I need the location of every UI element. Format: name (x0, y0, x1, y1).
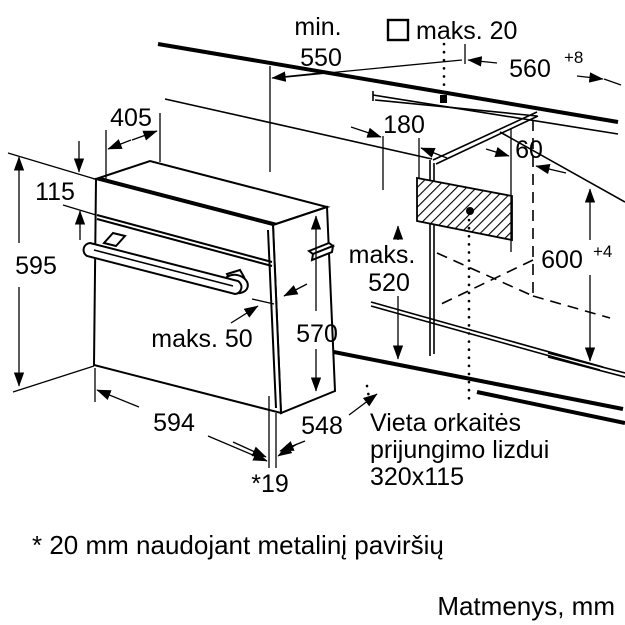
niche-hidden-edges (436, 120, 611, 319)
dim-oven-depth: 548 (301, 412, 343, 440)
dim-handle-max: maks. 50 (151, 325, 252, 353)
dim-max-label: maks. (349, 241, 416, 269)
dim-niche-height-tol: +4 (593, 242, 612, 261)
units-note: Matmenys, mm (437, 591, 615, 621)
dimension-labels: min. 550 maks. 20 560 +8 405 115 595 180… (15, 13, 612, 498)
text-notes: Vieta orkaitės prijungimo lizdui 320x115… (32, 409, 615, 621)
dim-oven-width: 594 (153, 409, 195, 437)
socket-hatch-zone (416, 176, 513, 242)
niche-shelf-edge2 (370, 305, 601, 371)
socket-point-marker (466, 207, 474, 215)
worktop-underside-line (372, 94, 619, 135)
cabinet-front-top-edge (164, 98, 433, 160)
worktop-underside-line2 (374, 99, 538, 117)
control-panel-bottom2 (96, 218, 273, 267)
cabinet-base-line (547, 352, 625, 374)
niche-top-edge (432, 111, 538, 161)
socket-note-line2: prijungimo lizdui (370, 436, 549, 464)
oven-front-face (92, 177, 283, 415)
worktop-front-edge (157, 42, 619, 124)
hob-square-icon (386, 18, 410, 42)
footnote: * 20 mm naudojant metalinį paviršių (32, 530, 444, 560)
oven-body (82, 159, 337, 415)
socket-note-line3: 320x115 (370, 463, 464, 491)
dim-niche-width-tol: +8 (564, 48, 583, 67)
dim-hob-gap: maks. 20 (416, 17, 517, 45)
dim-min-label: min. (294, 13, 341, 41)
dim-top-depth: 405 (110, 104, 152, 132)
control-panel-bottom (96, 214, 273, 263)
cabinet-base-line2 (547, 356, 625, 378)
dim-max-value: 520 (368, 269, 410, 297)
handle-bar-highlight (93, 249, 234, 287)
dim-niche-height: 600 (541, 246, 583, 274)
cabinet-bottom-front-edge (277, 339, 624, 411)
niche-top-edge-inner (435, 115, 539, 165)
cabinet-right-top-edge (499, 131, 625, 203)
dim-niche-width: 560 (509, 55, 551, 83)
dim-oven-height: 595 (15, 252, 57, 280)
door-right-inner-edge (267, 229, 277, 409)
handle-post-left (102, 231, 127, 248)
dim-door-depth: 570 (296, 320, 338, 348)
oven-handle (82, 231, 249, 296)
side-slot-icon2 (310, 244, 335, 262)
dimension-lines (7, 44, 622, 468)
gap-mark (440, 95, 447, 103)
oven-top-bevel (99, 177, 278, 225)
dim-min-value: 550 (300, 44, 342, 72)
socket-note-line1: Vieta orkaitės (370, 409, 521, 437)
niche-shelf-edge (370, 301, 604, 368)
oven-side-face (271, 205, 337, 415)
worktop-and-cabinet (157, 42, 625, 425)
dim-socket-side: 180 (383, 111, 425, 139)
dim-socket-top: 60 (515, 136, 543, 164)
dim-panel-height: 115 (35, 178, 75, 206)
dim-plinth-offset: *19 (251, 470, 289, 498)
floor-line (476, 390, 625, 425)
